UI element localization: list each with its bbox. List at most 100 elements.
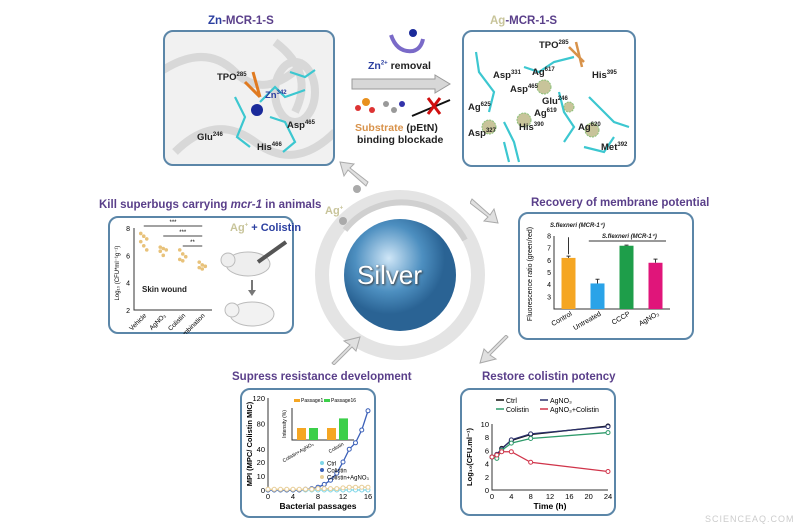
y-tick-label: 8 (485, 433, 489, 442)
label-zn: Zn342 (265, 90, 287, 102)
y-axis-label: MPI (MPC/ Colistin MIC) (245, 401, 254, 486)
data-point (328, 486, 333, 492)
data-point (197, 265, 202, 270)
x-tick-label: 12 (546, 492, 554, 501)
bar (648, 262, 663, 309)
error-bar (566, 255, 571, 258)
inset-bar (327, 428, 336, 440)
y-tick-label: 120 (252, 394, 265, 403)
data-point (508, 440, 514, 446)
x-axis-label: Time (h) (534, 501, 567, 511)
data-point (197, 260, 202, 264)
data-point (144, 237, 149, 241)
data-point (528, 431, 534, 437)
silver-cycle-ring (315, 190, 485, 360)
data-point (141, 243, 146, 248)
data-point (605, 430, 611, 436)
x-tick-label: 4 (291, 492, 295, 501)
x-tick-label: CCCP (611, 311, 632, 327)
significance-label: *** (169, 220, 177, 226)
cycle-arrow-icon (339, 161, 369, 187)
zn-title-prefix: Zn (208, 15, 223, 27)
y-tick-label: 4 (126, 281, 130, 288)
y-tick-label: 4 (547, 282, 551, 289)
data-point (528, 459, 534, 465)
silver-center-label: Silver (357, 260, 423, 290)
y-tick-label: 2 (126, 308, 130, 315)
label-asp-465: Asp465 (510, 84, 538, 96)
x-tick-label: 16 (364, 492, 372, 501)
label-his: His466 (257, 142, 282, 154)
y-tick-label: 8 (547, 234, 551, 241)
bar (590, 283, 605, 309)
y-tick-label: 0 (261, 486, 265, 495)
inset-y-label: Intensity (%) (282, 410, 288, 438)
y-tick-label: 6 (126, 253, 130, 260)
ag-ion-spheres-icon (339, 185, 361, 225)
data-point (346, 484, 352, 490)
data-point (340, 485, 346, 491)
data-point (296, 486, 302, 492)
label-ag-617: Ag617 (532, 67, 555, 79)
zn-removal-curved-arrow-icon (389, 29, 425, 54)
bar (561, 257, 576, 309)
legend-label: Ctrl (327, 462, 336, 468)
data-point (303, 486, 308, 492)
data-point (328, 477, 333, 483)
data-point (528, 436, 534, 442)
x-tick-label: 20 (584, 492, 592, 501)
data-point (605, 424, 611, 430)
x-tick-label: Untreated (572, 311, 602, 332)
x-tick-label: 16 (565, 492, 573, 501)
y-tick-label: 6 (547, 258, 551, 265)
transition-arrow-icon (351, 74, 451, 94)
y-tick-label: 10 (481, 420, 489, 429)
zn-panel-title: Zn-MCR-1-S (208, 15, 274, 27)
ag-ion-label: Ag+ (325, 205, 344, 217)
data-point (200, 263, 205, 267)
x-tick-label: Control (550, 310, 573, 328)
data-point (353, 484, 358, 490)
substrate-label: Substrate (pEtN) (355, 122, 438, 134)
label-met-392: Met392 (601, 142, 628, 154)
silver-ion-icon (536, 79, 552, 95)
data-point (164, 248, 169, 252)
data-point (180, 252, 185, 256)
label-asp-331: Asp331 (493, 70, 521, 82)
y-tick-label: 6 (485, 446, 489, 455)
y-tick-label: 80 (257, 420, 265, 429)
legend-label: Colistin (506, 407, 529, 414)
significance-label: *** (179, 230, 187, 236)
x-axis-label: Bacterial passages (279, 501, 356, 511)
x-tick-label: 8 (316, 492, 320, 501)
inset-legend-marker (294, 399, 300, 402)
cycle-arrow-icon (331, 336, 361, 365)
data-point (508, 449, 514, 455)
series-line (491, 431, 609, 460)
kill-panel-title: Kill superbugs carrying mcr-1 in animals (99, 199, 322, 211)
label-his-395: His395 (592, 70, 617, 82)
skin-wound-label: Skin wound (142, 285, 187, 294)
data-point (161, 253, 166, 258)
data-point (499, 449, 505, 455)
axis (133, 228, 212, 311)
data-point (177, 248, 182, 252)
label-ag-620: Ag620 (578, 122, 601, 134)
label-tpo: TPO285 (217, 72, 247, 84)
data-point (365, 484, 371, 490)
y-tick-label: 3 (547, 294, 551, 301)
data-point (158, 245, 163, 249)
data-point (346, 446, 352, 452)
silver-sphere (344, 219, 456, 331)
y-axis-label: Fluorescence ratio (green/red) (527, 227, 534, 321)
cycle-arrow-icon (479, 335, 509, 364)
label-asp: Asp465 (287, 120, 315, 132)
y-tick-label: 20 (257, 458, 265, 467)
inset-bar (297, 428, 306, 440)
data-point (365, 408, 371, 414)
legend-label: Colistin+AgNO₃ (327, 476, 370, 482)
